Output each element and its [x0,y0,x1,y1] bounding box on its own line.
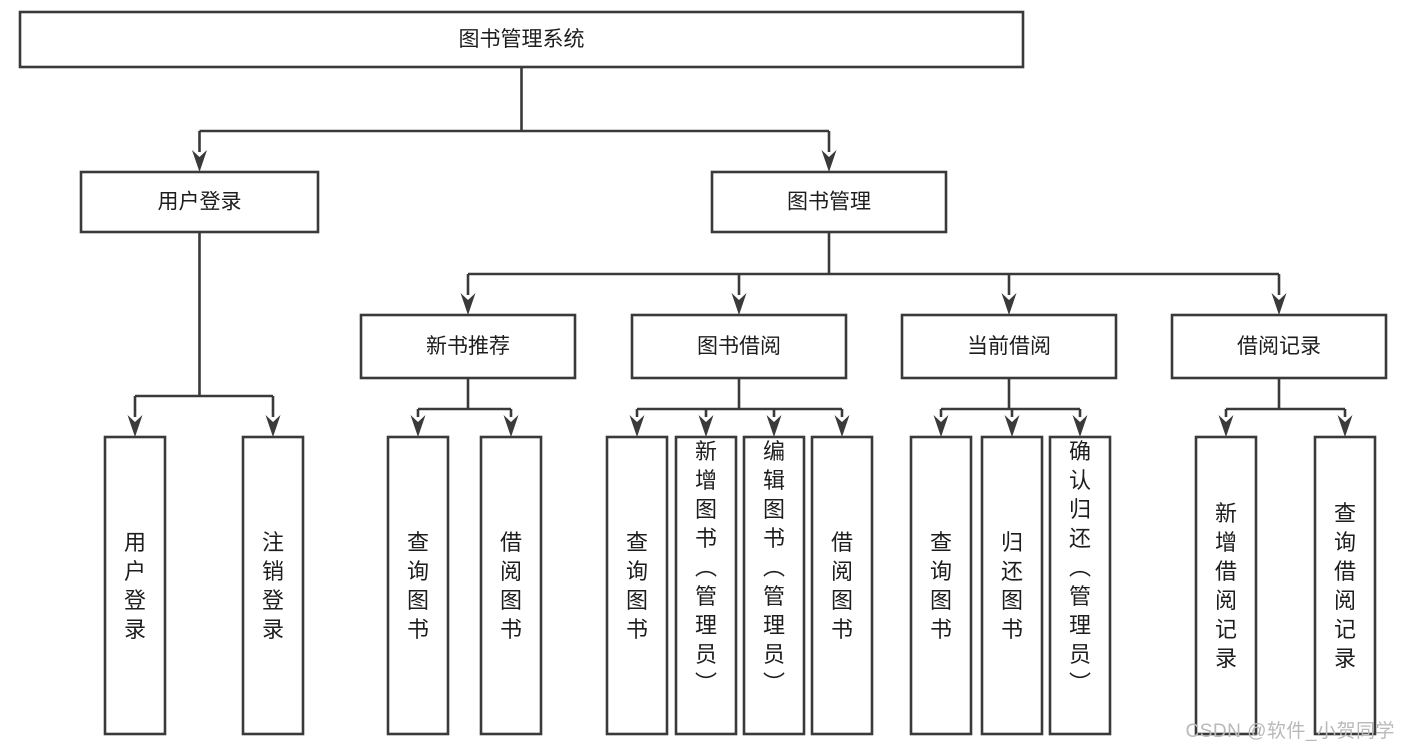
node-label-leaf-logout: 注销登录 [262,530,284,642]
connector-arrowhead [766,415,782,437]
node-leaf-query-book-borrow[interactable]: 查询图书 [605,435,669,736]
connector-arrowhead [1271,293,1287,315]
node-leaf-edit-book[interactable]: 编辑图书︵管理员︶ [742,435,806,736]
node-label-new-book-recommend: 新书推荐 [426,335,510,358]
node-box-leaf-query-book-borrow[interactable] [605,435,669,736]
connector-arrowhead [265,415,281,437]
node-leaf-add-record[interactable]: 新增借阅记录 [1194,435,1258,736]
connector-arrowhead [192,150,207,172]
node-box-leaf-query-book-recommend[interactable] [386,435,450,736]
connector-arrowhead [834,415,850,437]
node-label-book-management: 图书管理 [787,191,871,214]
node-label-leaf-borrow-book: 借阅图书 [831,530,853,642]
node-layer: 图书管理系统用户登录图书管理新书推荐图书借阅当前借阅借阅记录用户登录注销登录查询… [18,10,1388,736]
node-box-current-borrow[interactable] [900,313,1118,380]
node-borrow-record[interactable]: 借阅记录 [1170,313,1388,380]
node-label-leaf-query-book-recommend: 查询图书 [407,530,429,642]
node-box-leaf-user-login[interactable] [103,435,167,736]
node-book-borrow[interactable]: 图书借阅 [630,313,848,380]
node-label-current-borrow: 当前借阅 [967,335,1051,358]
connector-arrowhead [1072,415,1088,437]
node-leaf-logout[interactable]: 注销登录 [241,435,305,736]
node-box-borrow-record[interactable] [1170,313,1388,380]
node-current-borrow[interactable]: 当前借阅 [900,313,1118,380]
node-root[interactable]: 图书管理系统 [18,10,1025,69]
node-leaf-query-record[interactable]: 查询借阅记录 [1313,435,1377,736]
node-book-management[interactable]: 图书管理 [710,170,948,234]
connector-arrowhead [1001,293,1017,315]
node-box-root[interactable] [18,10,1025,69]
node-box-leaf-borrow-book[interactable] [810,435,874,736]
node-leaf-query-book-recommend[interactable]: 查询图书 [386,435,450,736]
node-label-leaf-borrow-book-recommend: 借阅图书 [500,530,522,642]
connector-arrowhead [460,293,476,315]
node-user-login[interactable]: 用户登录 [79,170,320,234]
node-leaf-user-login[interactable]: 用户登录 [103,435,167,736]
connector-arrowhead [1218,415,1234,437]
connector-arrowhead [1337,415,1353,437]
node-label-leaf-user-login: 用户登录 [124,530,146,642]
node-box-leaf-edit-book[interactable] [742,435,806,736]
node-label-leaf-query-book-borrow: 查询图书 [626,530,648,642]
node-label-leaf-add-book: 新增图书︵管理员︶ [695,439,717,696]
node-box-leaf-query-book-current[interactable] [909,435,973,736]
node-box-leaf-add-record[interactable] [1194,435,1258,736]
connector-arrowhead [503,415,519,437]
node-leaf-return-book[interactable]: 归还图书 [980,435,1044,736]
node-label-book-borrow: 图书借阅 [697,335,781,358]
connector-arrowhead [629,415,645,437]
node-label-leaf-edit-book: 编辑图书︵管理员︶ [763,439,785,696]
node-box-leaf-add-book[interactable] [674,435,738,736]
node-new-book-recommend[interactable]: 新书推荐 [359,313,577,380]
node-box-leaf-logout[interactable] [241,435,305,736]
node-label-leaf-return-book: 归还图书 [1001,530,1023,642]
node-leaf-borrow-book[interactable]: 借阅图书 [810,435,874,736]
connector-arrowhead [731,293,747,315]
connector-arrowhead [821,150,837,172]
node-label-leaf-query-record: 查询借阅记录 [1334,501,1356,671]
node-leaf-borrow-book-recommend[interactable]: 借阅图书 [479,435,543,736]
watermark-text: CSDN @软件_小贺同学 [1185,721,1395,742]
node-box-leaf-return-book[interactable] [980,435,1044,736]
node-box-leaf-query-record[interactable] [1313,435,1377,736]
node-label-user-login: 用户登录 [158,191,242,214]
node-box-leaf-confirm-return[interactable] [1048,435,1112,736]
node-label-leaf-query-book-current: 查询图书 [930,530,952,642]
node-box-book-management[interactable] [710,170,948,234]
connector-arrowhead [1004,415,1020,437]
connector-arrowhead [127,415,143,437]
connector-layer [127,67,1353,437]
node-box-book-borrow[interactable] [630,313,848,380]
node-label-borrow-record: 借阅记录 [1237,335,1321,358]
node-label-leaf-add-record: 新增借阅记录 [1215,501,1237,671]
node-leaf-add-book[interactable]: 新增图书︵管理员︶ [674,435,738,736]
node-label-root: 图书管理系统 [459,28,585,51]
connector-arrowhead [410,415,426,437]
node-label-leaf-confirm-return: 确认归还︵管理员︶ [1069,439,1091,696]
node-box-user-login[interactable] [79,170,320,234]
node-box-new-book-recommend[interactable] [359,313,577,380]
node-box-leaf-borrow-book-recommend[interactable] [479,435,543,736]
node-leaf-query-book-current[interactable]: 查询图书 [909,435,973,736]
connector-arrowhead [698,415,714,437]
connector-arrowhead [933,415,949,437]
node-leaf-confirm-return[interactable]: 确认归还︵管理员︶ [1048,435,1112,736]
